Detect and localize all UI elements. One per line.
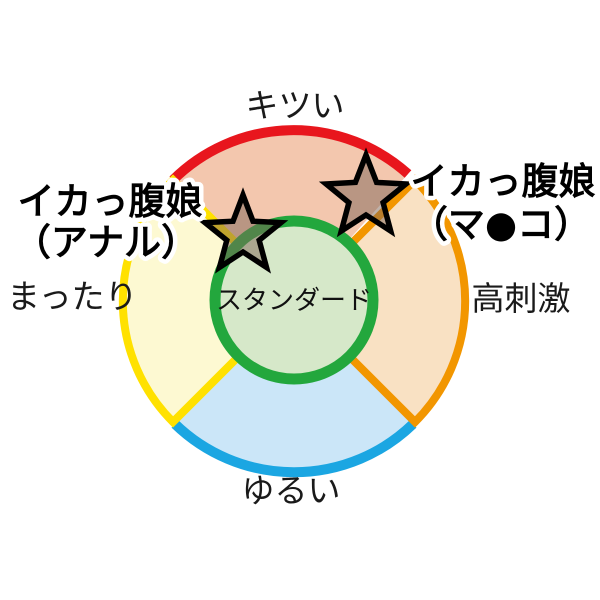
marker-label-anal: イカっ腹娘 （アナル） xyxy=(9,176,207,269)
axis-label-right: 高刺激 xyxy=(472,279,571,318)
marker-label-vaginal-line2: （マ●コ） xyxy=(411,203,591,246)
sector-bottom-arc xyxy=(171,420,417,478)
marker-label-anal-line2: （アナル） xyxy=(14,221,198,264)
sector-top-arc xyxy=(169,125,412,184)
axis-label-bottom: ゆるい xyxy=(242,471,341,510)
star-icon-anal xyxy=(197,187,289,274)
center-circle-label: スタンダード xyxy=(216,286,372,316)
star-icon-vaginal xyxy=(318,147,414,238)
marker-label-vaginal: イカっ腹娘 （マ●コ） xyxy=(406,156,600,251)
sector-right-wedge xyxy=(288,174,470,428)
axis-label-top: キツい xyxy=(246,86,345,125)
marker-label-vaginal-line1: イカっ腹娘 xyxy=(411,160,596,203)
marker-label-anal-line1: イカっ腹娘 xyxy=(18,180,203,223)
sector-bottom-fill xyxy=(173,301,415,473)
sector-left-wedge xyxy=(118,174,300,428)
axis-label-left: まったり xyxy=(7,277,138,316)
